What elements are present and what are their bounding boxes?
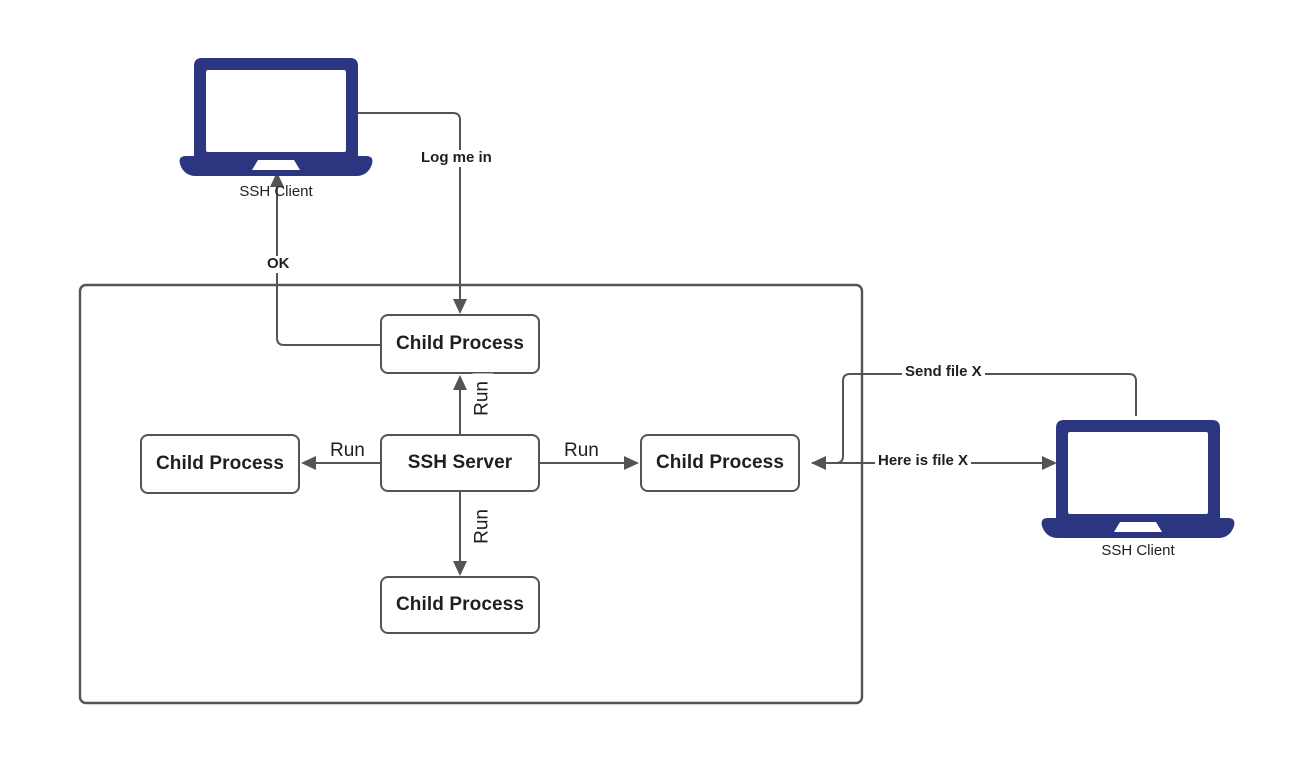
edge-label-send-file-x: Send file X <box>902 363 985 381</box>
edge-ok-arrowhead <box>270 172 284 187</box>
edge-label-here-is-file-x: Here is file X <box>875 452 972 470</box>
edge-run-left-arrowhead <box>301 456 316 470</box>
ssh-client-laptop-right-icon <box>1041 420 1235 538</box>
edge-ok-line <box>276 183 380 346</box>
edge-run-down-arrowhead <box>453 561 467 576</box>
edge-label-run-up: Run <box>472 373 494 424</box>
ssh-client-laptop-top-left-icon <box>179 58 373 176</box>
edge-label-log-me-in: Log me in <box>418 149 495 167</box>
node-ssh-server[interactable]: SSH Server <box>380 434 540 492</box>
ssh-client-right-caption: SSH Client <box>1101 542 1175 559</box>
ssh-host-boundary <box>78 283 864 705</box>
edge-label-run-left: Run <box>327 440 368 462</box>
edge-log-me-in-line <box>356 112 461 303</box>
node-child-process-top[interactable]: Child Process <box>380 314 540 374</box>
edge-label-run-right: Run <box>561 440 602 462</box>
node-child-process-right[interactable]: Child Process <box>640 434 800 492</box>
edge-send-file-line <box>822 373 1137 464</box>
node-child-process-bottom[interactable]: Child Process <box>380 576 540 634</box>
ssh-client-top-left-caption: SSH Client <box>239 183 313 200</box>
edge-label-ok: OK <box>264 255 293 273</box>
edge-here-is-file-arrowhead <box>1042 456 1057 470</box>
edge-log-me-in-arrowhead <box>453 299 467 314</box>
edge-label-run-down: Run <box>472 501 494 552</box>
edge-run-up-arrowhead <box>453 375 467 390</box>
node-child-process-left[interactable]: Child Process <box>140 434 300 494</box>
edge-run-right-arrowhead <box>624 456 639 470</box>
